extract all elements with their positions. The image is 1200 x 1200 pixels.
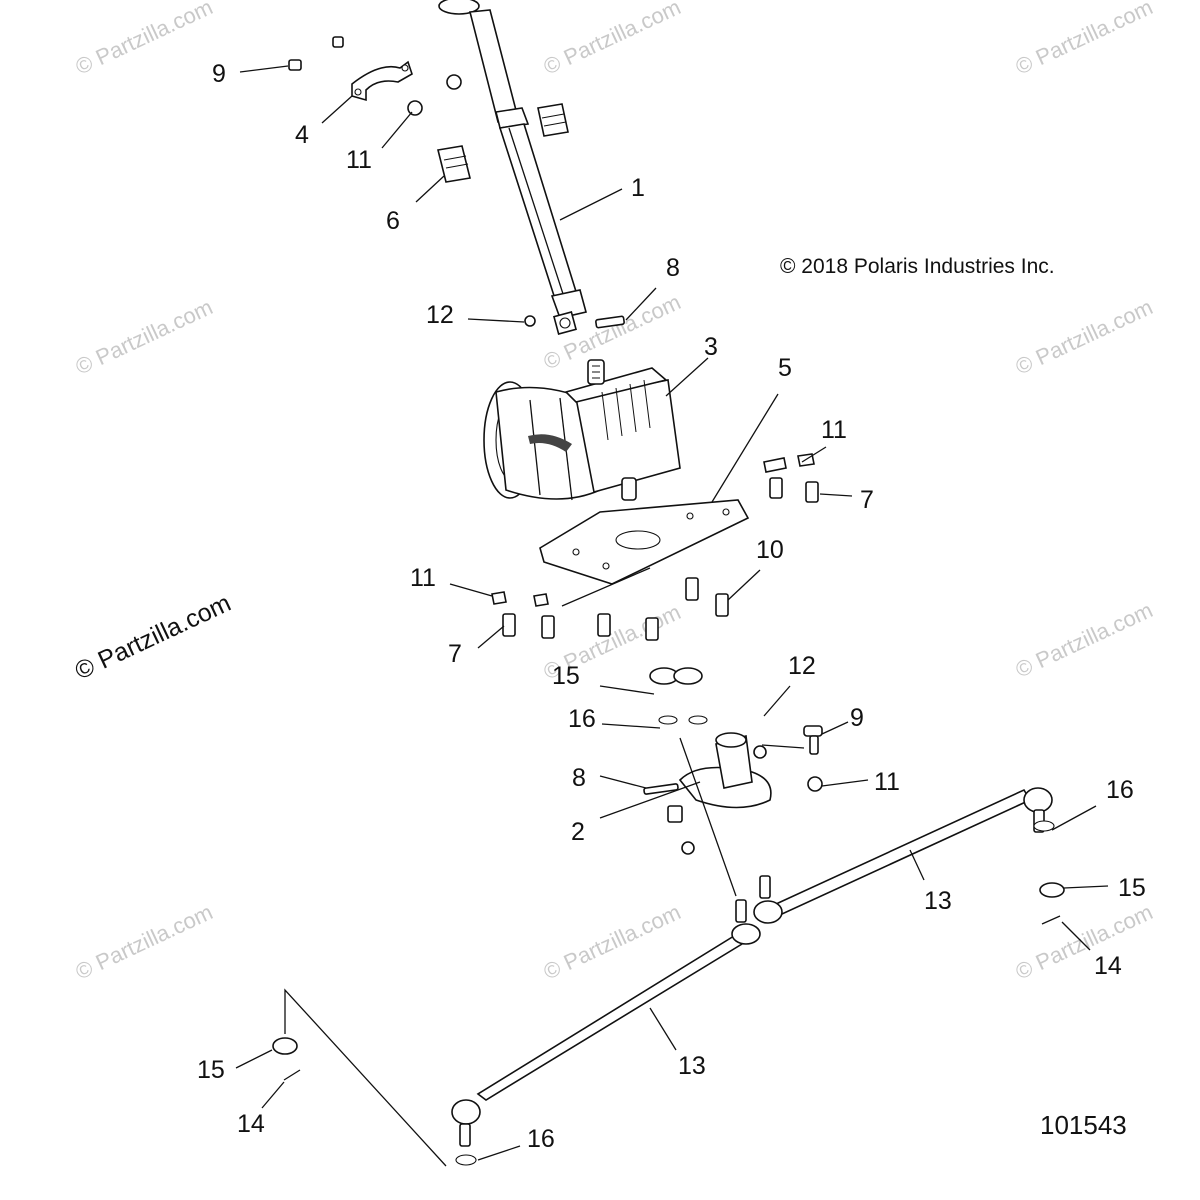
callout-label: 5 bbox=[778, 354, 792, 382]
callout-label: 7 bbox=[860, 486, 874, 514]
watermark: © Partzilla.com bbox=[72, 0, 217, 80]
watermark: © Partzilla.com bbox=[540, 0, 685, 80]
callout-label: 1 bbox=[631, 174, 645, 202]
watermark: © Partzilla.com bbox=[72, 899, 217, 984]
copyright-notice: © 2018 Polaris Industries Inc. bbox=[780, 255, 1055, 278]
callout-label: 11 bbox=[874, 768, 900, 796]
callout-label: 7 bbox=[448, 640, 462, 668]
callout-label: 14 bbox=[1094, 952, 1122, 980]
steering-column bbox=[438, 0, 587, 336]
callout-label: 11 bbox=[346, 146, 372, 174]
callout-label: 12 bbox=[426, 301, 454, 329]
watermark: © Partzilla.com bbox=[540, 899, 685, 984]
callout-label: 12 bbox=[788, 652, 816, 680]
callout-label: 15 bbox=[1118, 874, 1146, 902]
callout-label: 9 bbox=[850, 704, 864, 732]
callout-label: 11 bbox=[410, 564, 436, 592]
watermark: © Partzilla.com bbox=[72, 294, 217, 379]
callout-label: 4 bbox=[295, 121, 309, 149]
watermark: © Partzilla.com bbox=[1012, 0, 1157, 80]
watermark: © Partzilla.com bbox=[1012, 899, 1157, 984]
eps-unit bbox=[483, 359, 681, 501]
callout-label: 16 bbox=[568, 705, 596, 733]
watermark-layer: © Partzilla.com © Partzilla.com © Partzi… bbox=[71, 0, 1157, 985]
callout-label: 15 bbox=[552, 662, 580, 690]
callout-label: 14 bbox=[237, 1110, 265, 1138]
callout-label: 16 bbox=[1106, 776, 1134, 804]
callout-label: 15 bbox=[197, 1056, 225, 1084]
watermark: © Partzilla.com bbox=[1012, 597, 1157, 682]
callout-label: 3 bbox=[704, 333, 718, 361]
callout-labels: 9 4 11 6 1 8 12 3 5 11 7 10 11 7 15 12 1… bbox=[197, 60, 1146, 1153]
callout-label: 8 bbox=[666, 254, 680, 282]
plate-hardware bbox=[491, 453, 819, 641]
watermark: © Partzilla.com bbox=[1012, 294, 1157, 379]
mounting-plate bbox=[539, 499, 750, 585]
pivot-assembly bbox=[643, 667, 823, 855]
callout-label: 8 bbox=[572, 764, 586, 792]
document-number: 101543 bbox=[1040, 1110, 1127, 1140]
callout-label: 6 bbox=[386, 207, 400, 235]
callout-label: 16 bbox=[527, 1125, 555, 1153]
callout-label: 13 bbox=[678, 1052, 706, 1080]
column-hardware bbox=[288, 36, 625, 329]
leader-lines bbox=[235, 65, 1109, 1167]
callout-label: 2 bbox=[571, 818, 585, 846]
tie-rods bbox=[272, 787, 1065, 1166]
watermark: © Partzilla.com bbox=[71, 589, 236, 686]
callout-label: 13 bbox=[924, 887, 952, 915]
callout-label: 10 bbox=[756, 536, 784, 564]
callout-label: 9 bbox=[212, 60, 226, 88]
callout-label: 11 bbox=[821, 416, 847, 444]
